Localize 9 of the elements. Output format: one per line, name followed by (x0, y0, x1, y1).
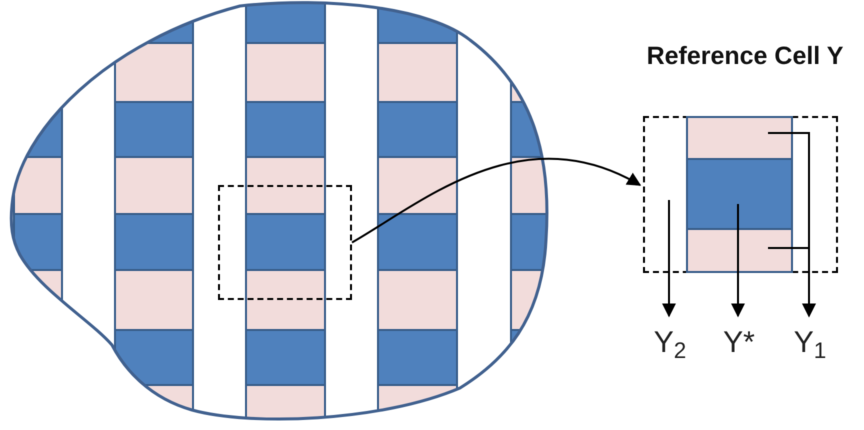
arrow (731, 204, 745, 318)
selection-box (218, 185, 352, 300)
output-label: Y$_{2}$ (648, 322, 692, 364)
output-label: Y* (716, 322, 762, 364)
arrow (662, 199, 676, 318)
heading: Reference Cell Y (646, 41, 844, 72)
arrow (351, 158, 642, 244)
output-label: Y$_{1}$ (788, 322, 832, 364)
arrow (768, 247, 816, 318)
